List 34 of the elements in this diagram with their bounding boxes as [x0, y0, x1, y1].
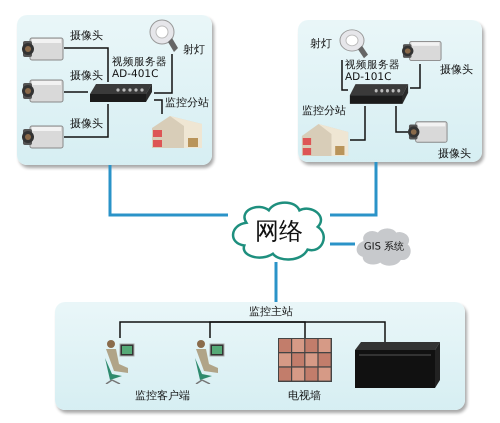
node-label: 视频服务器 AD-101C — [345, 60, 401, 84]
node-label: 摄像头 — [70, 118, 103, 130]
connector-line — [209, 321, 272, 338]
connector-line — [330, 242, 355, 246]
node-label: 射灯 — [310, 38, 332, 50]
connector-line — [154, 54, 173, 94]
connector-line — [350, 106, 366, 141]
node-label: 摄像头 — [438, 148, 471, 160]
node-label: 摄像头 — [440, 64, 473, 76]
cloud-label: GIS 系统 — [364, 242, 404, 252]
cloud-label: 网络 — [255, 218, 303, 244]
node-label: 电视墙 — [288, 390, 321, 402]
connector-line — [64, 91, 88, 93]
group-label: 监控客户端 — [135, 390, 190, 402]
node-label: 监控分站 — [302, 105, 346, 118]
node-label: 摄像头 — [70, 70, 103, 82]
node-label: 射灯 — [183, 44, 205, 56]
node-label: 摄像头 — [70, 30, 103, 42]
node-label: 监控分站 — [165, 97, 209, 110]
connector-line — [272, 321, 386, 342]
panel-background — [17, 15, 212, 165]
connector-line — [395, 106, 408, 133]
panel-background — [55, 302, 465, 410]
panel-background — [298, 20, 482, 162]
connector-line — [341, 60, 348, 91]
connector-line — [410, 64, 421, 89]
connector-line — [330, 162, 378, 216]
connector-line — [64, 104, 109, 138]
connector-line — [154, 99, 163, 114]
connector-line — [274, 262, 278, 302]
connector-line — [108, 165, 228, 216]
connector-line — [64, 47, 109, 82]
node-label: 视频服务器 AD-401C — [112, 57, 168, 80]
panel-heading: 监控主站 — [249, 306, 293, 318]
